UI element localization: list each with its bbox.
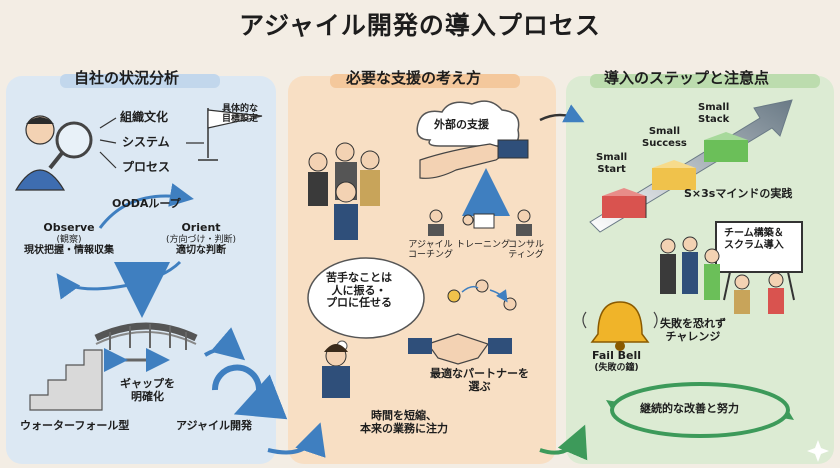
- flag-label: 具体的な 目標設定: [222, 104, 259, 125]
- block-label-start: Small Start: [596, 152, 628, 175]
- delegate-text: 苦手なことは 人に振る・ プロに任せる: [326, 271, 392, 310]
- fail-bell-label: Fail Bell (失敗の鐘): [592, 349, 642, 373]
- section-title-analysis: 自社の状況分析: [74, 69, 180, 87]
- role-icons: [428, 209, 532, 236]
- fail-bell-illustration: [582, 301, 658, 351]
- analyst-illustration: [14, 115, 93, 191]
- ooda-label: OODAループ: [112, 197, 181, 210]
- section-title-steps: 導入のステップと注意点: [604, 69, 770, 87]
- section-title-support: 必要な支援の考え方: [346, 69, 482, 87]
- time-text: 時間を短縮、 本来の業務に注力: [360, 409, 448, 435]
- agile-cycle-illustration: [203, 327, 288, 420]
- whiteboard-text: チーム構築＆ スクラム導入: [724, 228, 784, 251]
- flag-illustration: [198, 108, 263, 161]
- gap-label: ギャップを 明確化: [120, 377, 175, 403]
- team-illustration: [660, 236, 784, 314]
- block-label-stack: Small Stack: [698, 102, 730, 125]
- step-blocks: [602, 132, 748, 218]
- mindset-label: S×3sマインドの実践: [684, 187, 793, 200]
- role-consulting: コンサル ティング: [508, 240, 545, 261]
- worried-people-illustration: [308, 142, 380, 240]
- role-coaching: アジャイル コーチング: [408, 240, 454, 261]
- role-training: トレーニング: [456, 240, 511, 250]
- challenge-text: 失敗を恐れず チャレンジ: [660, 317, 726, 343]
- item-process: プロセス: [122, 160, 171, 174]
- improvement-label: 継続的な改善と努力: [640, 402, 739, 415]
- item-system: システム: [122, 135, 170, 149]
- external-support-label: 外部の支援: [434, 118, 489, 131]
- whiteboard: [715, 221, 803, 273]
- thought-bubble: [307, 257, 425, 339]
- item-culture: 組織文化: [120, 110, 169, 124]
- page-title: アジャイル開発の導入プロセス: [239, 11, 601, 40]
- waterfall-label: ウォーターフォール型: [20, 419, 130, 432]
- partner-text: 最適なパートナーを 選ぶ: [430, 367, 529, 393]
- observe-label: Observe (観察) 現状把握・情報収集: [24, 221, 114, 256]
- bridge-illustration: [94, 322, 198, 350]
- handshake-illustration: [408, 279, 516, 365]
- orient-label: Orient (方向づけ・判断) 適切な判断: [166, 221, 237, 256]
- stairs-illustration: [29, 349, 103, 411]
- block-label-success: Small Success: [642, 126, 687, 149]
- agile-label: アジャイル開発: [176, 419, 253, 432]
- woman-illustration: [322, 344, 350, 398]
- panel-steps: [566, 76, 834, 464]
